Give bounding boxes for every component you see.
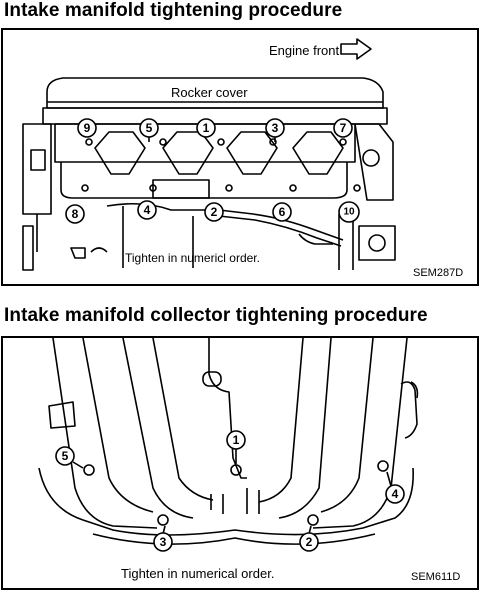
svg-text:4: 4 <box>392 487 399 501</box>
collector-drawing: 1 2 3 4 5 Tighten in numerical order. SE… <box>38 338 460 583</box>
bolt-9-marker: 9 <box>77 118 97 138</box>
rocker-cover-label: Rocker cover <box>171 85 248 100</box>
collector-bolt-1-marker: 1 <box>226 430 246 450</box>
svg-text:3: 3 <box>160 535 167 549</box>
svg-text:10: 10 <box>343 207 355 218</box>
bolt-10-marker: 10 <box>338 201 360 223</box>
intake-figure-code: SEM287D <box>413 267 463 279</box>
bolt-5-marker: 5 <box>139 118 159 138</box>
collector-heading: Intake manifold collector tightening pro… <box>4 305 428 326</box>
collector-bolt-4-marker: 4 <box>385 484 405 504</box>
collector-instruction: Tighten in numerical order. <box>121 566 274 581</box>
svg-text:3: 3 <box>272 121 279 135</box>
svg-text:9: 9 <box>84 121 91 135</box>
intake-manifold-figure: 9 5 1 3 7 8 4 2 6 10 Engine front Rocker… <box>1 28 479 286</box>
svg-text:1: 1 <box>233 433 240 447</box>
svg-text:8: 8 <box>72 207 79 221</box>
svg-text:5: 5 <box>146 121 153 135</box>
collector-bolt-2-marker: 2 <box>299 532 319 552</box>
bolt-4-marker: 4 <box>137 200 157 220</box>
svg-text:6: 6 <box>279 205 286 219</box>
intake-manifold-drawing: 9 5 1 3 7 8 4 2 6 10 Engine front Rocker… <box>22 38 463 279</box>
bolt-3-marker: 3 <box>265 118 285 138</box>
svg-text:2: 2 <box>306 535 313 549</box>
engine-front-label: Engine front <box>269 43 339 58</box>
collector-bolt-5-marker: 5 <box>55 446 75 466</box>
svg-text:2: 2 <box>211 205 218 219</box>
collector-bolt-3-marker: 3 <box>153 532 173 552</box>
bolt-2-marker: 2 <box>204 202 224 222</box>
bolt-6-marker: 6 <box>272 202 292 222</box>
collector-figure: 1 2 3 4 5 Tighten in numerical order. SE… <box>1 336 479 590</box>
svg-text:4: 4 <box>144 203 151 217</box>
collector-figure-code: SEM611D <box>411 571 460 583</box>
bolt-1-marker: 1 <box>196 118 216 138</box>
svg-text:7: 7 <box>340 121 347 135</box>
svg-text:1: 1 <box>203 121 210 135</box>
bolt-8-marker: 8 <box>65 204 85 224</box>
intake-instruction: Tighten in numericl order. <box>125 251 260 265</box>
intake-heading: Intake manifold tightening procedure <box>4 0 343 21</box>
svg-text:5: 5 <box>62 449 69 463</box>
bolt-7-marker: 7 <box>333 118 353 138</box>
